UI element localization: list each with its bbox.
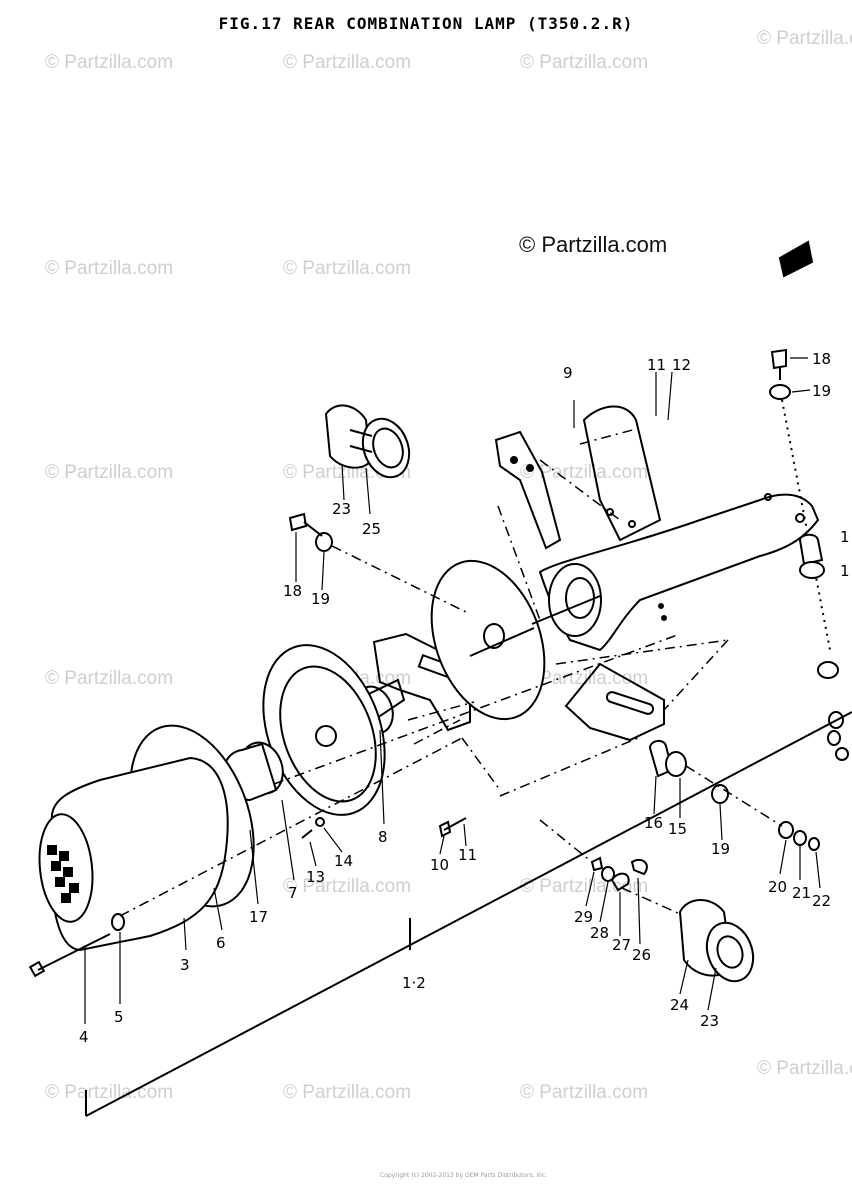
- callout-19: 19: [711, 840, 730, 858]
- slotted-bracket: [564, 662, 665, 742]
- callout-24: 24: [670, 996, 689, 1014]
- callout-13: 13: [306, 868, 325, 886]
- nut-set-right: [817, 661, 849, 761]
- lamp-lens: [38, 756, 229, 952]
- mounting-studs: [469, 595, 601, 657]
- assembly-bracket-line: [85, 711, 852, 1117]
- callout-11: 11: [647, 356, 666, 374]
- guide-lines: [119, 427, 783, 917]
- leader-lines: [84, 357, 821, 1024]
- callout-3: 3: [180, 956, 190, 974]
- callout-7: 7: [288, 884, 298, 902]
- watermark: © Partzilla.com: [283, 52, 412, 73]
- callout-10: 10: [430, 856, 449, 874]
- watermark: © Partzilla.com: [520, 462, 649, 483]
- callout-1-2: 1·2: [402, 974, 426, 992]
- copyright-footer: Copyright (c) 2002-2013 by OEM Parts Dis…: [380, 1172, 548, 1179]
- figure-title: FIG.17 REAR COMBINATION LAMP (T350.2.R): [218, 14, 634, 33]
- gasket: [262, 644, 386, 816]
- callout-22: 22: [812, 892, 831, 910]
- callout-27: 27: [612, 936, 631, 954]
- wire-clips: [590, 856, 648, 892]
- watermark: © Partzilla.com: [520, 1082, 649, 1103]
- callout-16: 16: [644, 814, 663, 832]
- watermark-main: © Partzilla.com: [519, 232, 668, 257]
- watermark: © Partzilla.com: [45, 462, 174, 483]
- callout-12: 12: [672, 356, 691, 374]
- watermark: © Partzilla.com: [520, 876, 649, 897]
- callout-28: 28: [590, 924, 609, 942]
- callout-9: 9: [563, 364, 573, 382]
- callout-19: 19: [812, 382, 831, 400]
- callout-19: 19: [311, 590, 330, 608]
- callout-15: 15: [668, 820, 687, 838]
- watermark: © Partzilla.com: [45, 52, 174, 73]
- watermark: © Partzilla.com: [757, 1058, 852, 1079]
- screw-washer: [111, 913, 125, 931]
- callout-26: 26: [632, 946, 651, 964]
- reflector-lower: [678, 899, 755, 983]
- callout-4: 4: [79, 1028, 89, 1046]
- callout-23: 23: [700, 1012, 719, 1030]
- frame-fender-bracket: [494, 405, 820, 652]
- callout-18: 18: [283, 582, 302, 600]
- callout-21: 21: [792, 884, 811, 902]
- callout-18: 18: [812, 350, 831, 368]
- bolt-right: [769, 348, 831, 651]
- socket-screw: [301, 817, 325, 839]
- watermark: © Partzilla.com: [283, 1082, 412, 1103]
- callout-labels: 1·2 3 4 5 6 7 8 9 10 11 11 12 13 14 15 1…: [79, 350, 850, 1046]
- callout-1-edge: 1: [840, 528, 850, 546]
- callout-23: 23: [332, 500, 351, 518]
- grommet: [648, 740, 687, 778]
- reflector-upper: [324, 404, 411, 479]
- grommet-right: [798, 533, 825, 579]
- callout-8: 8: [378, 828, 388, 846]
- bolt-left: [288, 512, 333, 552]
- lens-screw: [28, 933, 111, 978]
- callout-1-edge: 1: [840, 562, 850, 580]
- small-screw: [438, 817, 467, 838]
- callout-11: 11: [458, 846, 477, 864]
- watermark: © Partzilla.com: [757, 28, 852, 49]
- watermark: © Partzilla.com: [283, 258, 412, 279]
- callout-6: 6: [216, 934, 226, 952]
- callout-14: 14: [334, 852, 353, 870]
- callout-17: 17: [249, 908, 268, 926]
- callout-5: 5: [114, 1008, 124, 1026]
- callout-20: 20: [768, 878, 787, 896]
- nut-set: [778, 821, 820, 851]
- watermark: © Partzilla.com: [45, 258, 174, 279]
- direction-arrow-icon: [778, 240, 814, 278]
- watermark: © Partzilla.com: [520, 52, 649, 73]
- watermark: © Partzilla.com: [283, 876, 412, 897]
- callout-29: 29: [574, 908, 593, 926]
- callout-25: 25: [362, 520, 381, 538]
- washer-middle: [711, 784, 729, 804]
- watermark: © Partzilla.com: [45, 668, 174, 689]
